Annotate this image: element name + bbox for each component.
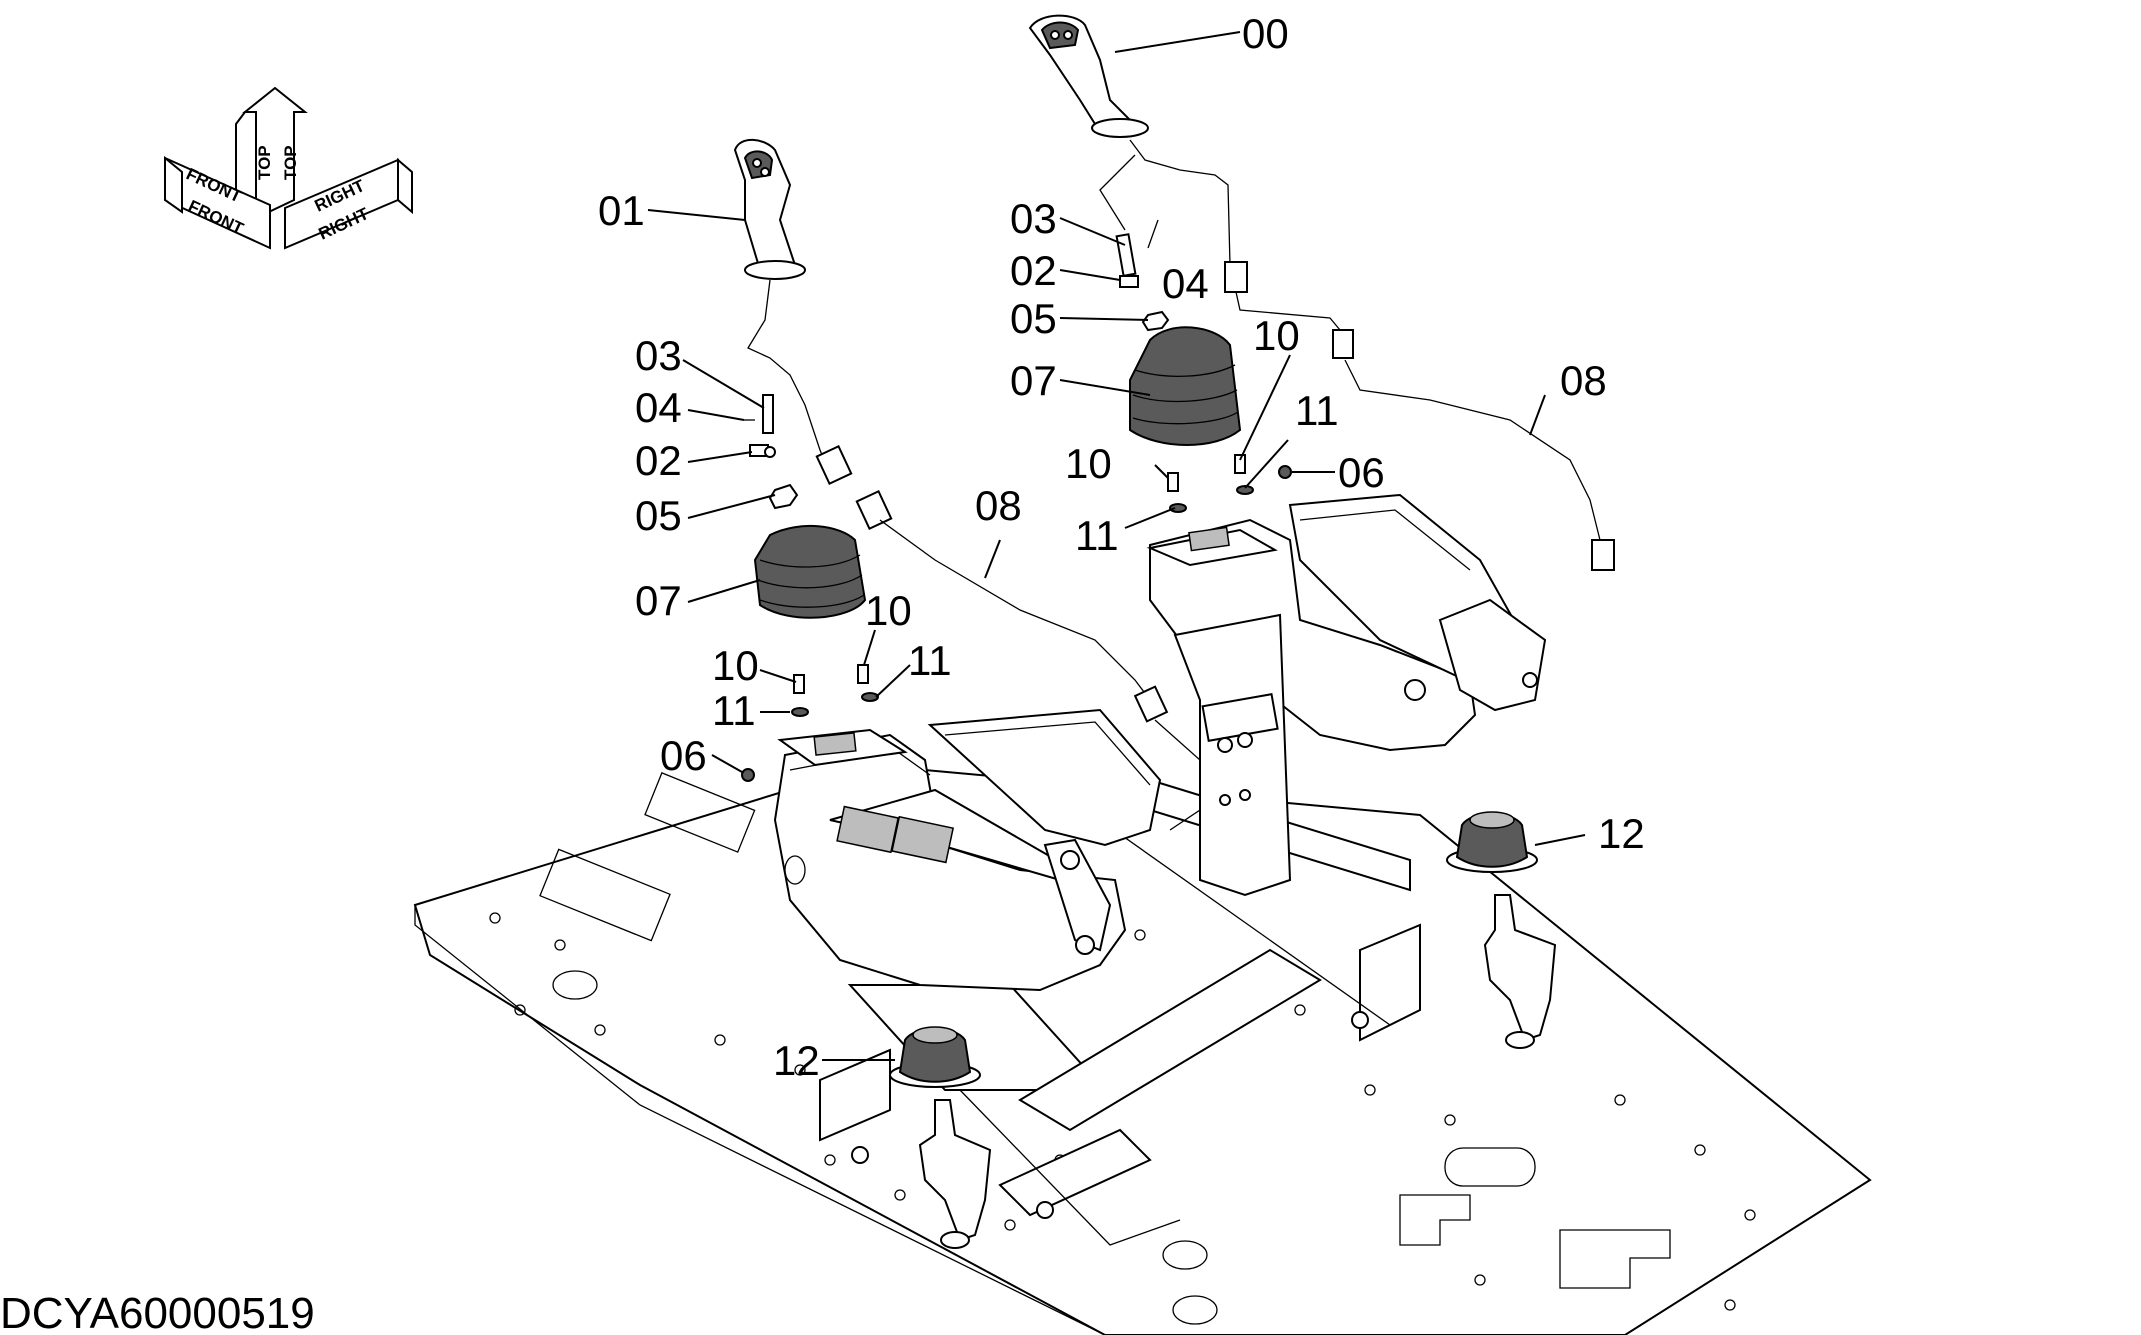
mount-left	[918, 1099, 992, 1249]
left-parts-03-04-02	[744, 394, 776, 458]
callout-03-left: 03	[635, 332, 682, 379]
callout-08-left: 08	[975, 482, 1022, 529]
left-joystick-grip	[733, 138, 1201, 831]
callout-05-left: 05	[635, 492, 682, 539]
callout-10-right-a: 10	[1253, 312, 1300, 359]
callout-07-right: 07	[1010, 357, 1057, 404]
left-bolts-10-11	[741, 664, 879, 782]
callout-11-right-b: 11	[1075, 512, 1119, 559]
callout-labels: 00 01 03 02 04 05 07 08 10 11 10 06 11 0…	[598, 10, 1645, 1084]
drawing-id: DCYA60000519	[0, 1289, 315, 1335]
isolator-left	[889, 1026, 981, 1088]
mount-right	[1483, 894, 1557, 1049]
callout-00: 00	[1242, 10, 1289, 57]
orient-label-top-1: TOP	[255, 145, 274, 180]
right-bolts-10-11	[1167, 454, 1292, 513]
callout-02-right: 02	[1010, 247, 1057, 294]
callout-04-right: 04	[1162, 260, 1209, 307]
right-console-assembly	[1146, 493, 1547, 897]
callout-03-right: 03	[1010, 195, 1057, 242]
left-console-assembly	[773, 708, 1162, 992]
callout-08-right: 08	[1560, 357, 1607, 404]
callout-12-right: 12	[1598, 810, 1645, 857]
orient-label-top-2: TOP	[281, 145, 300, 180]
callout-10-right-b: 10	[1065, 440, 1112, 487]
left-boot-07	[753, 524, 867, 619]
right-nut-05	[1141, 310, 1170, 332]
isolator-right	[1446, 811, 1538, 873]
callout-10-left-a: 10	[865, 587, 912, 634]
callout-06-right: 06	[1338, 449, 1385, 496]
callout-02-left: 02	[635, 437, 682, 484]
right-parts-03-04-02	[1115, 219, 1159, 288]
right-joystick-grip	[1028, 14, 1615, 571]
callout-11-left-b: 11	[712, 687, 756, 734]
callout-10-left-b: 10	[712, 642, 759, 689]
callout-07-left: 07	[635, 577, 682, 624]
callout-01: 01	[598, 187, 645, 234]
callout-11-left-a: 11	[908, 637, 952, 684]
callout-04-left: 04	[635, 384, 682, 431]
orientation-symbol: TOP TOP FRONT FRONT RIGHT RIGHT	[164, 86, 413, 250]
callout-06-left: 06	[660, 732, 707, 779]
callout-05-right: 05	[1010, 295, 1057, 342]
leader-lines	[647, 31, 1586, 1061]
left-nut-05	[768, 483, 799, 510]
callout-11-right-a: 11	[1295, 387, 1339, 434]
right-boot-07	[1129, 326, 1242, 446]
callout-12-left: 12	[773, 1037, 820, 1084]
